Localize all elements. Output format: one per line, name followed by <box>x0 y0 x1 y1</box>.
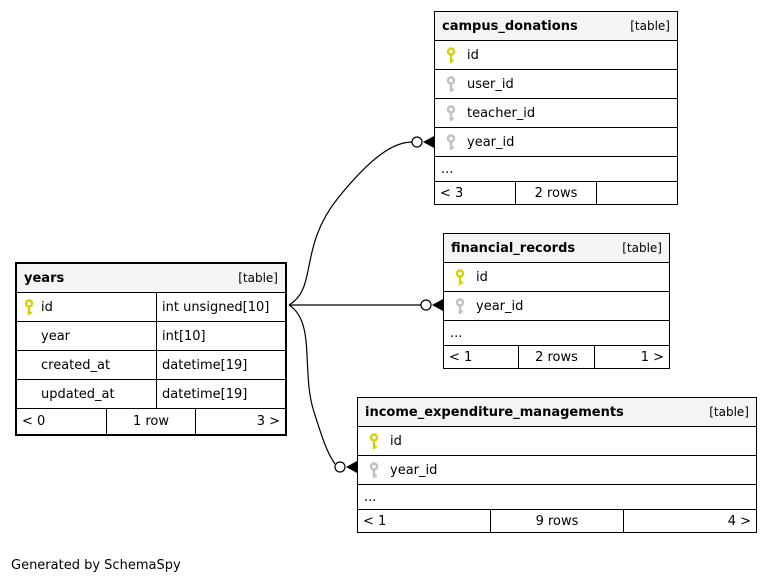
column-name: updated_at <box>41 386 115 402</box>
column-name: teacher_id <box>467 105 536 121</box>
cardinality-circle-campus <box>411 136 423 148</box>
hidden-columns-ellipsis: ... <box>358 484 756 509</box>
footer-children-count: < 3 <box>440 185 464 201</box>
table-header: years [table] <box>17 264 285 292</box>
column-type: int unsigned[10] <box>162 299 270 315</box>
footer-children-count: < 1 <box>363 513 387 529</box>
footer-row-count: 2 rows <box>518 346 593 368</box>
table-footer: < 1 2 rows 1 > <box>444 345 669 368</box>
footer-row-count: 1 row <box>105 409 196 434</box>
table-footer: < 1 9 rows 4 > <box>358 509 756 532</box>
footer-children-count: < 1 <box>449 349 473 365</box>
arrowhead-campus <box>423 136 434 148</box>
footer-parents-count <box>596 182 677 204</box>
table-type-label: [table] <box>630 19 670 33</box>
column-name: year_id <box>390 462 438 478</box>
footer-parents-count: 3 > <box>195 409 285 434</box>
ellipsis-text: ... <box>441 161 454 177</box>
table-type-label: [table] <box>238 271 278 285</box>
footer-row-count: 9 rows <box>490 510 623 532</box>
arrowhead-financial <box>432 299 443 311</box>
column-row-year[interactable]: year int[10] <box>17 321 285 350</box>
column-name: id <box>390 433 402 449</box>
primary-key-icon <box>435 46 467 64</box>
column-name: id <box>467 47 479 63</box>
foreign-key-icon <box>435 133 467 151</box>
primary-key-icon <box>358 432 390 450</box>
ellipsis-text: ... <box>364 489 377 505</box>
table-footer: < 0 1 row 3 > <box>17 408 285 434</box>
column-name: year_id <box>467 134 515 150</box>
column-row-id[interactable]: id <box>358 426 756 455</box>
table-header: campus_donations [table] <box>435 12 677 40</box>
column-type: int[10] <box>162 328 206 344</box>
hidden-columns-ellipsis: ... <box>435 156 677 181</box>
foreign-key-icon <box>358 461 390 479</box>
column-row-id[interactable]: id <box>435 40 677 69</box>
column-row-teacher-id[interactable]: teacher_id <box>435 98 677 127</box>
column-row-updated-at[interactable]: updated_at datetime[19] <box>17 379 285 408</box>
column-row-year-id[interactable]: year_id <box>444 291 669 320</box>
foreign-key-icon <box>444 297 476 315</box>
column-type: datetime[19] <box>162 357 248 373</box>
arrowhead-income <box>346 461 357 473</box>
generated-by-credit: Generated by SchemaSpy <box>11 558 181 573</box>
column-row-id[interactable]: id int unsigned[10] <box>17 292 285 321</box>
column-name: year <box>41 328 71 344</box>
table-name[interactable]: income_expenditure_managements <box>365 404 624 420</box>
column-type: datetime[19] <box>162 386 248 402</box>
table-header: financial_records [table] <box>444 234 669 262</box>
foreign-key-icon <box>435 104 467 122</box>
table-header: income_expenditure_managements [table] <box>358 398 756 426</box>
column-row-year-id[interactable]: year_id <box>435 127 677 156</box>
column-row-created-at[interactable]: created_at datetime[19] <box>17 350 285 379</box>
column-name: id <box>476 269 488 285</box>
table-name[interactable]: financial_records <box>451 240 576 256</box>
primary-key-icon <box>17 298 41 316</box>
table-name[interactable]: campus_donations <box>442 18 578 34</box>
relationship-line-years-campus-donations <box>288 141 413 306</box>
table-type-label: [table] <box>622 241 662 255</box>
column-name: year_id <box>476 298 524 314</box>
entity-table-campus-donations[interactable]: campus_donations [table] id user_id teac… <box>434 11 678 205</box>
ellipsis-text: ... <box>450 325 463 341</box>
hidden-columns-ellipsis: ... <box>444 320 669 345</box>
column-name: user_id <box>467 76 514 92</box>
column-name: created_at <box>41 357 111 373</box>
relationship-line-years-income-expenditure <box>288 304 336 465</box>
column-row-year-id[interactable]: year_id <box>358 455 756 484</box>
footer-row-count: 2 rows <box>515 182 596 204</box>
column-row-id[interactable]: id <box>444 262 669 291</box>
entity-table-years[interactable]: years [table] id int unsigned[10] year i… <box>15 262 287 436</box>
table-type-label: [table] <box>709 405 749 419</box>
foreign-key-icon <box>435 75 467 93</box>
primary-key-icon <box>444 268 476 286</box>
cardinality-circle-financial <box>420 299 432 311</box>
footer-children-count: < 0 <box>22 414 46 429</box>
cardinality-circle-income <box>334 461 346 473</box>
column-row-user-id[interactable]: user_id <box>435 69 677 98</box>
table-footer: < 3 2 rows <box>435 181 677 204</box>
footer-parents-count: 1 > <box>593 346 669 368</box>
footer-parents-count: 4 > <box>623 510 756 532</box>
table-name[interactable]: years <box>24 270 65 286</box>
entity-table-income-expenditure-managements[interactable]: income_expenditure_managements [table] i… <box>357 397 757 533</box>
entity-table-financial-records[interactable]: financial_records [table] id year_id ...… <box>443 233 670 369</box>
column-name: id <box>41 299 53 315</box>
